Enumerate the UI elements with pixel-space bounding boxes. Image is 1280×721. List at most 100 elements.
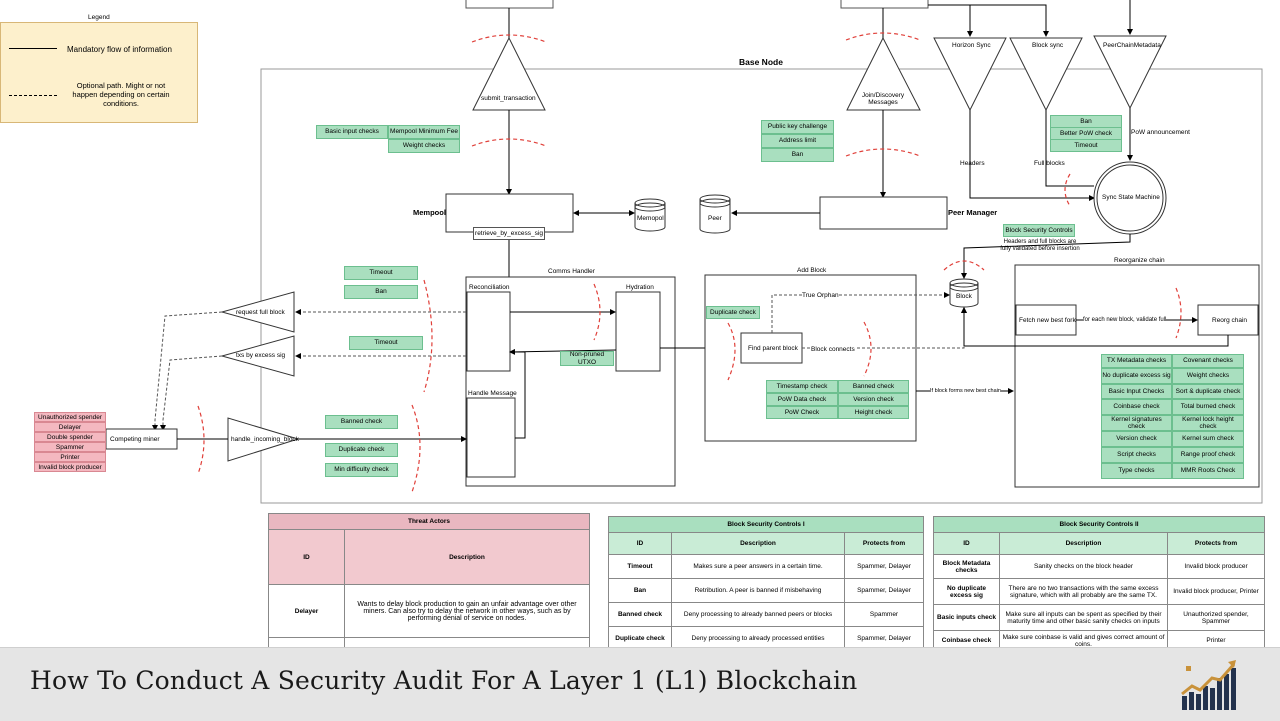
address-limit-check: Address limit	[761, 134, 834, 148]
reorg-chain-label: Reorg chain	[1212, 317, 1248, 324]
actor-item: Invalid block producer	[34, 462, 106, 472]
bsc1-cell: Spammer, Delayer	[843, 626, 924, 647]
peerchain-triangle	[1093, 35, 1167, 110]
reconciliation-box	[466, 291, 511, 372]
mempool-store-label: Memopol	[637, 215, 664, 222]
legend-dashed-line	[9, 95, 57, 96]
bsc2-cell: Make sure coinbase is valid and gives co…	[999, 630, 1168, 647]
peer-store-cylinder	[699, 194, 731, 234]
base-node-label: Base Node	[739, 57, 783, 67]
peer-manager-label: Peer Manager	[948, 208, 998, 217]
reorg-check: Basic Input Checks	[1101, 384, 1172, 399]
reorg-check: Kernel lock height check	[1172, 415, 1244, 431]
footer-bar: How To Conduct A Security Audit For A La…	[0, 647, 1280, 721]
bsc1-cell: Ban	[608, 578, 672, 603]
bsc-label: Block Security Controls	[1003, 224, 1075, 237]
footer-title: How To Conduct A Security Audit For A La…	[30, 666, 858, 695]
non-pruned-check: Non-pruned UTXO	[560, 351, 614, 366]
timestamp-check: Timestamp check	[766, 380, 838, 393]
legend-box: Mandatory flow of information Optional p…	[0, 22, 198, 123]
mempool-box	[445, 193, 574, 233]
new-best-chain-label: If block forms new best chain	[930, 388, 1001, 395]
for-each-label: for each new block, validate full	[1083, 317, 1167, 324]
sync-state-label: Sync State Machine	[1102, 194, 1160, 201]
bsc2-cell: There are no two transactions with the s…	[999, 578, 1168, 605]
txs-excess-label: txs by excess sig	[236, 352, 286, 359]
submit-transaction-label: submit_transaction	[481, 95, 536, 102]
bsc2-col: Protects from	[1166, 532, 1265, 555]
horizon-sync-label: Horizon Sync	[952, 42, 991, 49]
reorg-check: Sort & duplicate check	[1172, 384, 1244, 399]
banned-check-add: Banned check	[838, 380, 909, 393]
block-store-cylinder	[949, 278, 979, 308]
bsc1-col: ID	[608, 532, 672, 555]
bsc2-cell: Unauthorized spender, Spammer	[1166, 604, 1265, 631]
bsc1-cell: Makes sure a peer answers in a certain t…	[671, 554, 845, 579]
actor-item: Double spender	[34, 432, 106, 442]
bsc1-cell: Spammer	[843, 602, 924, 627]
hydration-label: Hydration	[626, 284, 654, 291]
timeout-check-sync: Timeout	[1050, 139, 1122, 152]
reorg-check: MMR Roots Check	[1172, 463, 1244, 479]
bsc2-cell: Block Metadata checks	[933, 554, 1000, 579]
actor-item: Unauthorized spender	[34, 412, 106, 422]
peer-manager-box	[819, 196, 948, 230]
block-connects-label: Block connects	[811, 346, 855, 354]
pow-data-check: PoW Data check	[766, 393, 838, 406]
actor-item: Delayer	[34, 422, 106, 432]
version-check-add: Version check	[838, 393, 909, 406]
bsc1-cell: Deny processing to already processed ent…	[671, 626, 845, 647]
reconciliation-label: Reconciliation	[469, 284, 510, 291]
growth-chart-icon	[1181, 660, 1236, 710]
true-orphan-label: True Orphan	[802, 292, 839, 300]
fetch-fork-label: Fetch new best fork	[1019, 317, 1076, 324]
pow-announcement-label: PoW announcement	[1131, 129, 1190, 136]
full-blocks-label: Full blocks	[1034, 160, 1065, 167]
legend-title: Legend	[88, 14, 110, 21]
reorg-label: Reorganize chain	[1114, 257, 1165, 264]
pow-check: PoW Check	[766, 406, 838, 419]
bsc1-cell: Retribution. A peer is banned if misbeha…	[671, 578, 845, 603]
legend-solid-line	[9, 48, 57, 49]
bsc2-cell: Basic inputs check	[933, 604, 1000, 631]
block-sync-label: Block sync	[1032, 42, 1064, 49]
duplicate-check-addblock: Duplicate check	[706, 306, 760, 319]
duplicate-check-left: Duplicate check	[325, 443, 398, 457]
threat-row-id: Delayer	[268, 584, 345, 638]
reorg-check: Kernel signatures check	[1101, 415, 1172, 431]
bsc2-cell: Sanity checks on the block header	[999, 554, 1168, 579]
threat-col-desc: Description	[344, 529, 590, 585]
reorg-check: Coinbase check	[1101, 399, 1172, 415]
min-difficulty-check: Min difficulty check	[325, 463, 398, 477]
headers-label: Headers	[960, 160, 985, 167]
bsc2-cell: Invalid block producer	[1166, 554, 1265, 579]
reorg-checks-left: TX Metadata checks No duplicate excess s…	[1101, 354, 1172, 479]
find-parent-label: Find parent block	[748, 345, 798, 352]
reorg-check: Kernel sum check	[1172, 431, 1244, 447]
bsc1-cell: Spammer, Delayer	[843, 578, 924, 603]
actor-list: Unauthorized spender Delayer Double spen…	[34, 412, 106, 472]
horizon-sync-triangle	[933, 37, 1007, 112]
ban-check-1: Ban	[344, 285, 418, 299]
threat-actors-table: Threat Actors ID Description Delayer Wan…	[268, 513, 590, 647]
ban-check-peer: Ban	[761, 148, 834, 162]
bsc2-cell: Invalid block producer, Printer	[1166, 578, 1265, 605]
bsc1-cell: Banned check	[608, 602, 672, 627]
bsc-note: Headers and full blocks are fully valida…	[1000, 239, 1080, 252]
bsc2-col: ID	[933, 532, 1000, 555]
bsc1-cell: Spammer, Delayer	[843, 554, 924, 579]
height-check: Height check	[838, 406, 909, 419]
find-parent-box	[740, 332, 803, 364]
bsc2-cell: Printer	[1166, 630, 1265, 647]
hydration-box	[615, 291, 661, 372]
mempool-label: Mempool	[413, 208, 446, 217]
txs-excess-sig-triangle	[220, 335, 295, 377]
reorg-check: Script checks	[1101, 447, 1172, 463]
reorg-check: Weight checks	[1172, 368, 1244, 384]
bsc2-table: Block Security Controls II ID Descriptio…	[933, 516, 1265, 647]
threat-row-desc: Wants to delay block production to gain …	[344, 584, 590, 638]
request-full-label: request full block	[236, 309, 285, 316]
join-discovery-label: Join/Discovery Messages	[861, 92, 905, 107]
banned-check: Banned check	[325, 415, 398, 429]
comms-handler-label: Comms Handler	[548, 268, 595, 275]
